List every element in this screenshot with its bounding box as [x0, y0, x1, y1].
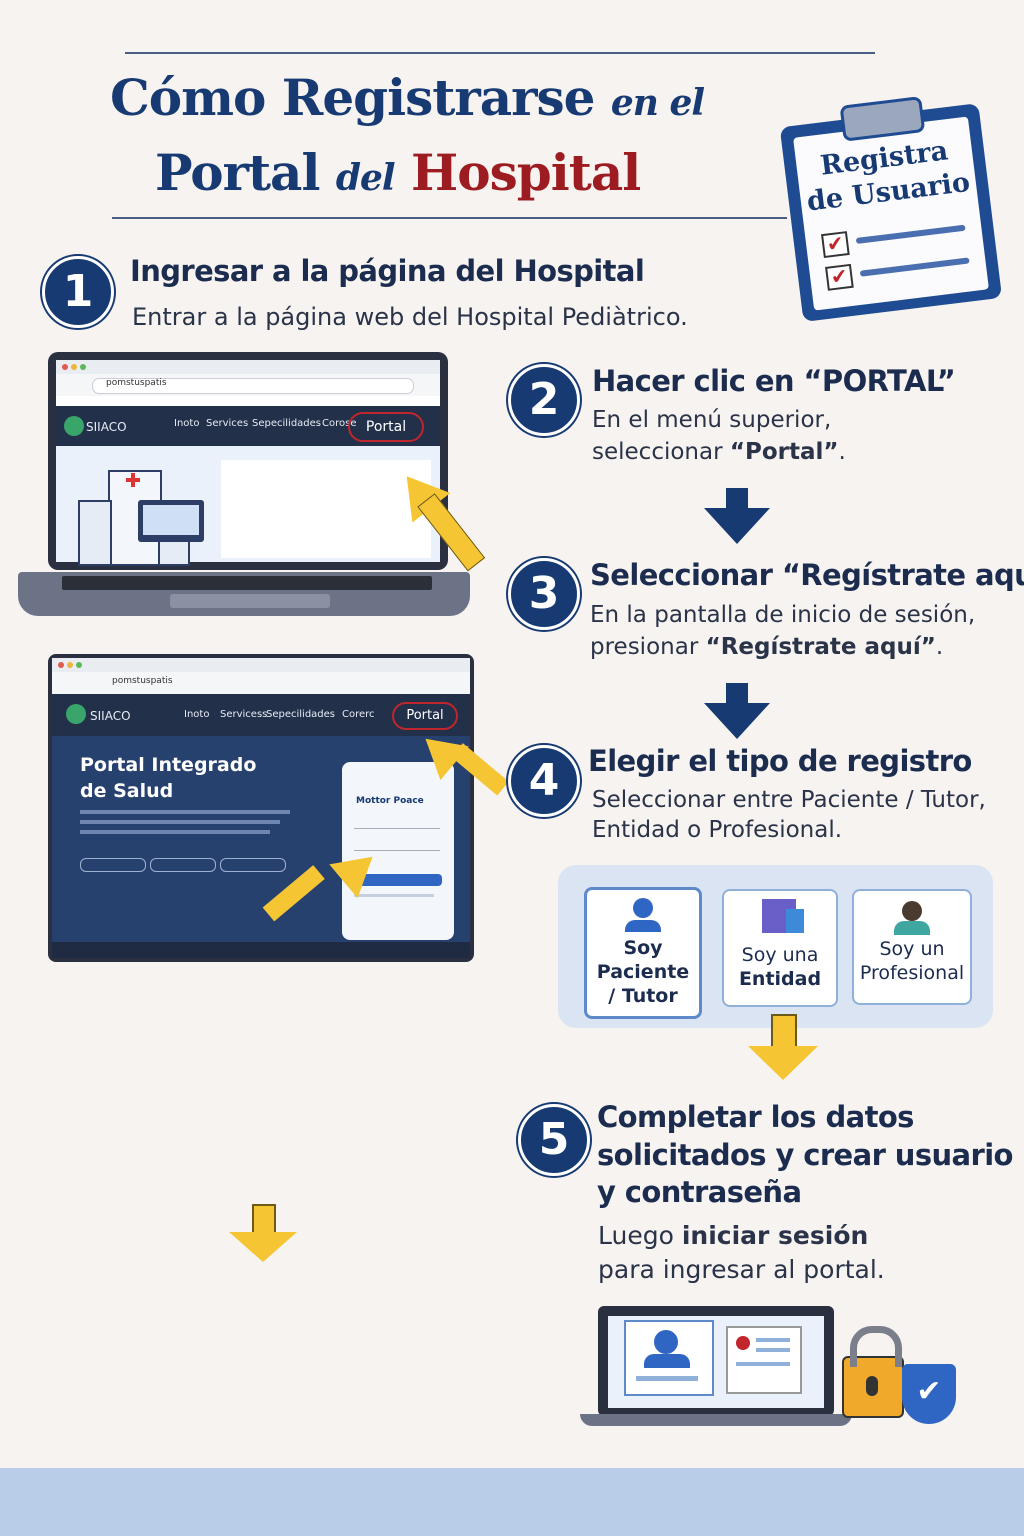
step-4-text-line1: Seleccionar entre Paciente / Tutor, — [592, 787, 986, 813]
register-options: Soy Paciente / Tutor Soy una Entidad Soy… — [558, 865, 993, 1028]
secure-login-illustration: ✔ — [580, 1300, 970, 1430]
nav-item-inicio[interactable]: Inoto — [174, 418, 200, 429]
option-profesional-line1: Soy un — [879, 938, 945, 960]
footer-band — [0, 1468, 1024, 1536]
step-5-number: 5 — [518, 1104, 590, 1176]
step-2-number: 2 — [508, 364, 580, 436]
nav-item-contacto[interactable]: Corerc — [342, 709, 375, 720]
laptop-illustration-1: pomstuspatis SIIACO Inoto Services Sepec… — [10, 350, 486, 630]
step-3-heading: Seleccionar “Regístrate aquí” — [590, 558, 1024, 592]
option-entidad[interactable]: Soy una Entidad — [722, 889, 838, 1007]
step-5-heading-line1: Completar los datos — [597, 1100, 914, 1134]
user-card-icon — [624, 1320, 714, 1396]
down-arrow-icon — [726, 488, 748, 510]
page-title-line2: Portal del Hospital — [155, 143, 641, 202]
step-5-text-line2: para ingresar al portal. — [598, 1255, 885, 1284]
step-1-heading: Ingresar a la página del Hospital — [130, 254, 645, 288]
password-field[interactable] — [354, 840, 440, 851]
title-top-rule — [125, 52, 875, 54]
browser-window: pomstuspatis SIIACO Inoto Services Sepec… — [56, 360, 440, 566]
checkbox-icon: ✔ — [821, 231, 850, 259]
monitor-icon — [138, 500, 204, 542]
step-2-heading: Hacer clic en “PORTAL” — [592, 364, 956, 398]
site-navbar: SIIACO Inoto Services Sepecilidades Coro… — [56, 406, 440, 446]
nav-item-servicios[interactable]: Servicess — [220, 709, 268, 720]
login-form-title: Mottor Poace — [356, 796, 424, 806]
step-4-number: 4 — [508, 745, 580, 817]
nav-item-especialidades[interactable]: Sepecilidades — [252, 418, 322, 429]
down-arrow-icon — [726, 683, 748, 705]
hero-title-line1: Portal Integrado — [80, 754, 257, 776]
hero-button[interactable] — [80, 858, 146, 872]
step-2-text-line2: seleccionar “Portal”. — [592, 439, 846, 465]
down-arrow-icon — [771, 1014, 797, 1050]
option-profesional-line2: Profesional — [859, 962, 965, 984]
nav-item-inicio[interactable]: Inoto — [184, 709, 210, 720]
nav-item-contacto[interactable]: Corose — [322, 418, 357, 429]
nav-item-servicios[interactable]: Services — [206, 418, 249, 429]
page-title-line1: Cómo Registrarse en el — [110, 68, 705, 127]
checkbox-icon: ✔ — [825, 263, 854, 291]
down-arrow-icon — [252, 1204, 276, 1236]
hero-button[interactable] — [150, 858, 216, 872]
person-icon — [633, 898, 653, 918]
hero-button[interactable] — [220, 858, 286, 872]
step-1-number: 1 — [42, 256, 114, 328]
title-bottom-rule — [112, 217, 787, 219]
login-form: Mottor Poace — [342, 762, 454, 940]
document-icon — [726, 1326, 802, 1394]
step-5-heading-line2: solicitados y crear usuario — [597, 1138, 1013, 1172]
step-5-text-line1: Luego iniciar sesión — [598, 1221, 869, 1250]
step-3-number: 3 — [508, 558, 580, 630]
url-bar[interactable]: pomstuspatis — [106, 378, 167, 388]
option-paciente-line3: / Tutor — [608, 985, 678, 1007]
portal-screenshot: pomstuspatis SIIACO Inoto Servicess Sepe… — [48, 654, 509, 962]
step-3-text-line1: En la pantalla de inicio de sesión, — [590, 602, 976, 628]
username-field[interactable] — [354, 818, 440, 829]
option-paciente-tutor[interactable]: Soy Paciente / Tutor — [584, 887, 702, 1019]
option-paciente-line2: Paciente — [596, 961, 690, 983]
site-logo-icon — [66, 704, 86, 724]
option-paciente-line1: Soy — [623, 937, 663, 959]
step-4-heading: Elegir el tipo de registro — [588, 744, 972, 778]
option-entidad-line1: Soy una — [741, 944, 819, 966]
portal-button[interactable]: Portal — [348, 412, 424, 442]
step-4-text-line2: Entidad o Profesional. — [592, 817, 843, 843]
step-3-text-line2: presionar “Regístrate aquí”. — [590, 634, 944, 660]
login-button[interactable] — [354, 874, 442, 886]
portal-button[interactable]: Portal — [392, 702, 458, 730]
site-logo[interactable]: SIIACO — [86, 420, 127, 434]
register-link[interactable] — [354, 894, 434, 897]
option-profesional[interactable]: Soy un Profesional — [852, 889, 972, 1005]
doctor-icon — [902, 901, 922, 921]
option-entidad-line2: Entidad — [738, 968, 822, 990]
step-5-heading-line3: y contraseña — [597, 1175, 802, 1209]
clipboard-icon: Registra de Usuario ✔ ✔ — [778, 88, 1012, 323]
step-1-text: Entrar a la página web del Hospital Pedi… — [132, 303, 688, 331]
step-2-text-line1: En el menú superior, — [592, 407, 832, 433]
hero-title-line2: de Salud — [80, 780, 174, 802]
site-logo[interactable]: SIIACO — [90, 709, 131, 723]
url-bar[interactable]: pomstuspatis — [112, 676, 173, 686]
site-logo-icon — [64, 416, 84, 436]
nav-item-especialidades[interactable]: Sepecilidades — [266, 709, 336, 720]
shield-check-icon: ✔ — [902, 1364, 956, 1424]
